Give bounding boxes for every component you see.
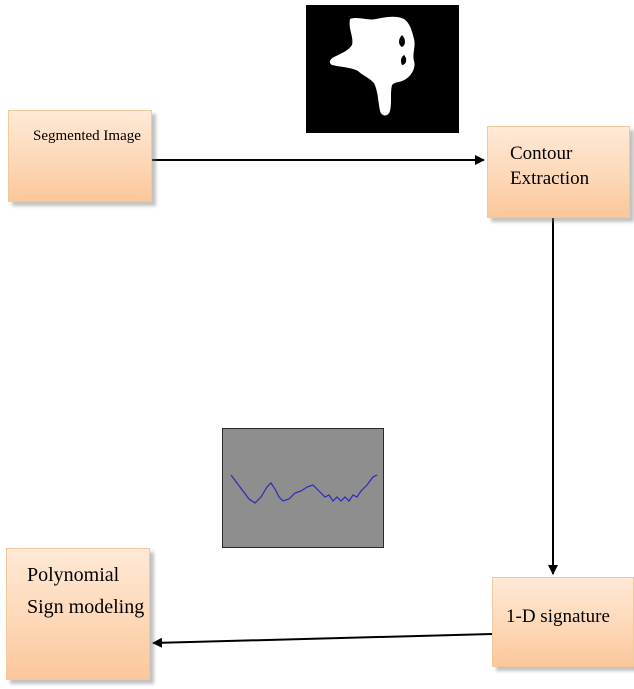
arrow-signature-to-polynomial	[152, 633, 493, 648]
waveform-icon	[230, 474, 378, 504]
polynomial-modeling-label: Polynomial Sign modeling	[27, 564, 145, 618]
hand-silhouette-image	[306, 5, 459, 133]
signature-label: 1-D signature	[506, 606, 610, 627]
polynomial-modeling-box: Polynomial Sign modeling	[6, 548, 150, 680]
signature-waveform-plot	[222, 428, 384, 548]
contour-extraction-label: Contour Extraction	[510, 143, 590, 189]
contour-extraction-box: Contour Extraction	[487, 126, 630, 218]
segmented-image-box: Segmented Image	[8, 110, 152, 202]
signature-box: 1-D signature	[492, 577, 634, 667]
segmented-image-label: Segmented Image	[33, 128, 141, 144]
hand-icon	[329, 16, 415, 116]
